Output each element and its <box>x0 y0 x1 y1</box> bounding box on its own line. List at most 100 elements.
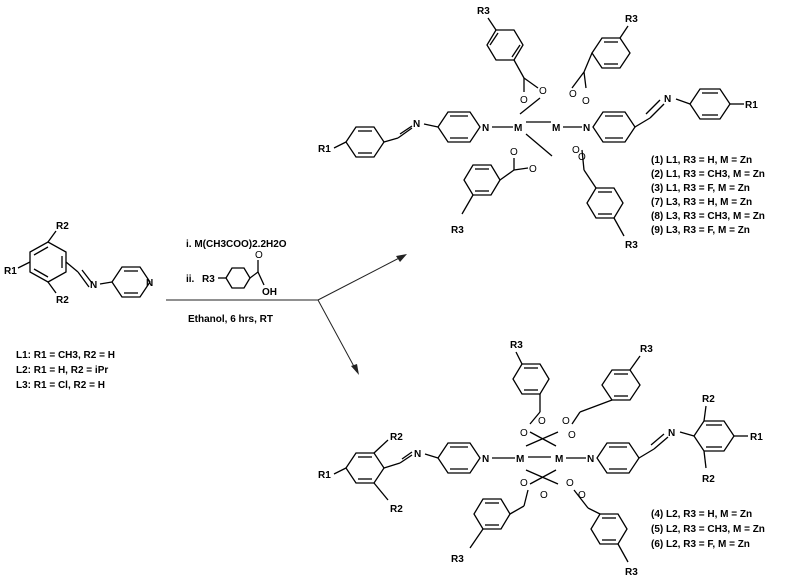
bot-ur-co-bond <box>571 411 581 425</box>
top-ul-r3-bond <box>487 17 497 31</box>
top-left-ch-bond <box>383 137 399 143</box>
bot-ur-r3: R3 <box>640 344 653 355</box>
top-ll-o2: O <box>529 164 537 175</box>
bottom-label-4: (4) L2, R3 = H, M = Zn <box>651 509 752 520</box>
bot-ul-o2: O <box>538 416 546 427</box>
bot-right-n-aryl-bond <box>679 431 695 437</box>
bot-right-imine-double <box>650 433 665 446</box>
ligand-pyridine-ring <box>111 266 151 298</box>
reaction-arrowhead-lower <box>351 364 359 375</box>
top-ur-benzoate-ring <box>591 37 631 69</box>
bot-right-imine-bond <box>653 436 669 450</box>
bot-ur-carboxyl-bond <box>579 399 613 413</box>
ligand-r2-bottom-label: R2 <box>56 295 69 306</box>
bottom-label-6: (6) L2, R3 = F, M = Zn <box>651 539 750 550</box>
top-ll-carboxyl-bond <box>499 169 515 181</box>
top-bridge-bond <box>525 133 553 157</box>
top-bridge-bond <box>519 97 541 115</box>
top-ul-ring-double <box>489 32 499 46</box>
bot-ul-r3-bond <box>515 351 523 365</box>
top-ll-o1: O <box>510 147 518 158</box>
bot-right-pyridine-n: N <box>587 454 594 465</box>
bot-lr-o2: O <box>578 490 586 501</box>
bot-lr-carboxyl-bond <box>587 507 601 515</box>
ligand-label-l1: L1: R1 = CH3, R2 = H <box>16 350 115 361</box>
bot-lr-r3: R3 <box>625 567 638 578</box>
bot-right-imine-n: N <box>668 428 675 439</box>
top-left-r1-bond <box>333 141 347 149</box>
top-ur-r3: R3 <box>625 14 638 25</box>
top-right-imine-n: N <box>664 94 671 105</box>
condition-benzoic-ring <box>225 267 251 289</box>
ligand-ch-bond <box>65 261 79 273</box>
bot-ur-o1: O <box>562 416 570 427</box>
condition-solvent: Ethanol, 6 hrs, RT <box>188 314 273 325</box>
bot-ll-r3-bond <box>469 528 484 549</box>
ligand-r2-top-bond <box>47 230 57 243</box>
bot-left-r2-bottom-bond <box>373 482 389 501</box>
ligand-n-py-bond <box>99 281 113 285</box>
top-label-2: (2) L1, R3 = CH3, M = Zn <box>651 169 765 180</box>
bot-right-r2-bottom: R2 <box>702 474 715 485</box>
top-ur-co-bond <box>571 71 585 89</box>
top-right-imine-double <box>645 99 661 115</box>
top-left-pyridine-ring <box>437 111 481 143</box>
condition-acid-bond <box>249 271 259 279</box>
bot-lr-o1: O <box>566 478 574 489</box>
bot-ul-o1: O <box>520 428 528 439</box>
bot-left-r1: R1 <box>318 470 331 481</box>
bot-left-r2-top-bond <box>373 439 389 454</box>
bot-right-r2-top: R2 <box>702 394 715 405</box>
ligand-aryl-double-bond <box>33 246 49 256</box>
top-lr-carboxyl-bond <box>583 169 597 189</box>
top-left-r1: R1 <box>318 144 331 155</box>
top-ll-r3: R3 <box>451 225 464 236</box>
top-ur-o2: O <box>582 96 590 107</box>
bot-ur-r3-bond <box>629 355 641 371</box>
reaction-arrowhead-upper <box>396 254 407 262</box>
top-right-pyridine-n: N <box>583 123 590 134</box>
condition-step-2-prefix: ii. <box>186 274 195 285</box>
top-ul-co-bond <box>523 77 539 89</box>
top-right-ch-bond <box>634 117 651 128</box>
top-right-r1: R1 <box>745 100 758 111</box>
top-ul-o2: O <box>520 95 528 106</box>
top-ul-benzoate-ring <box>486 29 524 61</box>
bot-cross-bond <box>529 431 557 447</box>
product-bottom-structure: R1 R2 R2 N N M M N N <box>318 340 763 578</box>
ligand-aryl-double-bond <box>33 268 49 278</box>
bottom-label-5: (5) L2, R3 = CH3, M = Zn <box>651 524 765 535</box>
top-ul-o1: O <box>539 86 547 97</box>
condition-step-1: i. M(CH3COO)2.2H2O <box>186 239 287 250</box>
bot-left-pyridine-n: N <box>482 454 489 465</box>
top-ul-r3: R3 <box>477 6 490 17</box>
bot-left-ch-bond <box>383 462 401 469</box>
condition-o-label: O <box>255 250 263 261</box>
ligand-imine-n: N <box>90 280 97 291</box>
top-label-1: (1) L1, R3 = H, M = Zn <box>651 155 752 166</box>
top-metal-left: M <box>514 123 522 134</box>
ligand-r1-bond <box>17 261 31 269</box>
top-left-imine-double <box>399 125 413 135</box>
ligand-r1-label: R1 <box>4 266 17 277</box>
bot-right-r2-top-bond <box>703 405 707 422</box>
bot-lr-co-bond <box>573 489 589 509</box>
top-ll-r3-bond <box>461 194 474 215</box>
condition-oh-label: OH <box>262 287 277 298</box>
reaction-arrow-upper <box>317 254 406 301</box>
top-ll-benzoate-ring <box>463 164 501 196</box>
bot-ll-co-bond <box>523 489 529 507</box>
bot-ul-r3: R3 <box>510 340 523 351</box>
product-top-structure: R1 N N M M N N R1 <box>318 6 758 251</box>
bot-left-n-py-bond <box>424 453 439 459</box>
bot-cross-bond <box>529 469 557 485</box>
top-label-8: (8) L3, R3 = CH3, M = Zn <box>651 211 765 222</box>
bot-right-r2-bottom-bond <box>703 450 707 469</box>
bot-right-ch-bond <box>638 448 655 459</box>
bot-metal-left: M <box>516 454 524 465</box>
top-right-imine-bond <box>649 103 665 119</box>
bot-lr-r3-bond <box>617 543 629 563</box>
top-ll-co2-bond <box>513 167 529 171</box>
bot-left-r2-top: R2 <box>390 432 403 443</box>
bot-left-imine-double <box>401 451 413 460</box>
